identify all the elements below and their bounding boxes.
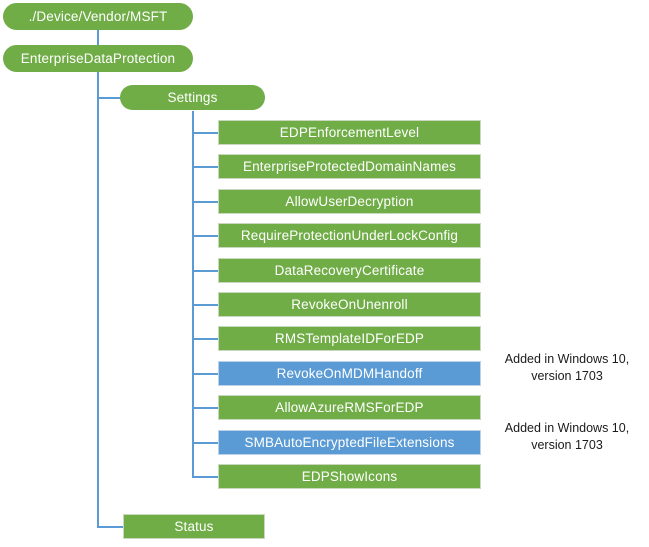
node-root-label: ./Device/Vendor/MSFT [28,8,168,24]
connector-settings-child-5 [192,304,218,306]
connector-settings-child-2 [192,201,218,203]
node-setting-label: AllowAzureRMSForEDP [275,399,424,415]
connector-settings-child-9 [192,442,218,444]
connector-settings-child-0 [192,132,218,134]
node-setting-2: AllowUserDecryption [218,189,481,214]
node-setting-4: DataRecoveryCertificate [218,258,481,283]
node-settings-label: Settings [167,89,218,105]
node-root: ./Device/Vendor/MSFT [3,3,193,30]
node-setting-label: RevokeOnMDMHandoff [276,365,423,381]
node-setting-7: RevokeOnMDMHandoff [218,361,481,386]
node-setting-label: AllowUserDecryption [285,193,414,209]
node-setting-label: EDPEnforcementLevel [279,124,420,140]
node-setting-3: RequireProtectionUnderLockConfig [218,223,481,248]
node-setting-6: RMSTemplateIDForEDP [218,326,481,351]
annotation-added-in-version: Added in Windows 10, version 1703 [504,421,630,452]
node-setting-9: SMBAutoEncryptedFileExtensions [218,430,481,455]
node-status: Status [123,514,265,539]
connector-settings-child-6 [192,338,218,340]
connector-edp-to-settings [97,97,121,99]
node-setting-label: RevokeOnUnenroll [291,296,408,312]
node-setting-5: RevokeOnUnenroll [218,292,481,317]
node-setting-label: RequireProtectionUnderLockConfig [240,227,459,243]
connector-settings-child-4 [192,270,218,272]
node-setting-8: AllowAzureRMSForEDP [218,395,481,420]
node-settings: Settings [120,85,265,110]
node-setting-10: EDPShowIcons [218,464,481,489]
connector-edp-to-status [97,526,123,528]
connector-settings-child-1 [192,166,218,168]
annotation-added-in-version: Added in Windows 10, version 1703 [504,352,630,383]
connector-settings-child-10 [192,476,218,478]
connector-settings-trunk [192,111,194,477]
node-enterprise-data-protection-label: EnterpriseDataProtection [20,50,176,66]
connector-root-to-edp [97,30,99,45]
node-setting-1: EnterpriseProtectedDomainNames [218,154,481,179]
node-setting-0: EDPEnforcementLevel [218,120,481,145]
node-setting-label: SMBAutoEncryptedFileExtensions [244,434,455,450]
node-enterprise-data-protection: EnterpriseDataProtection [3,45,193,72]
node-status-label: Status [174,518,214,534]
connector-settings-child-3 [192,235,218,237]
node-setting-label: DataRecoveryCertificate [274,262,425,278]
node-setting-label: EnterpriseProtectedDomainNames [242,158,457,174]
connector-edp-trunk [97,72,99,528]
node-setting-label: RMSTemplateIDForEDP [274,330,425,346]
connector-settings-child-7 [192,373,218,375]
connector-settings-child-8 [192,407,218,409]
node-setting-label: EDPShowIcons [301,468,398,484]
